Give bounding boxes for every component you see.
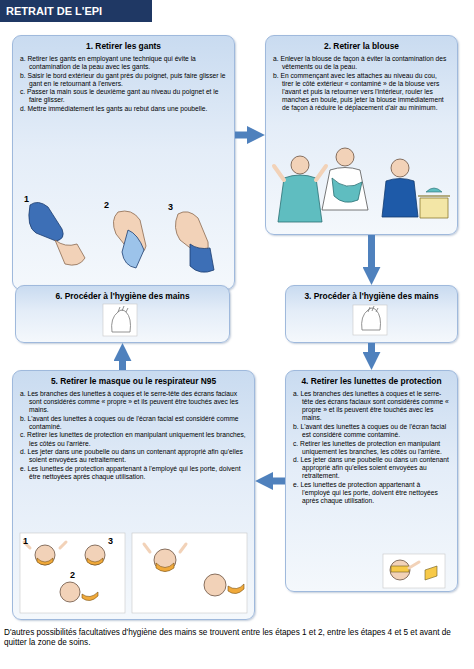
step-instruction: e. Les lunettes de protection appartenan… [293,481,450,505]
flow-arrow [267,478,285,485]
step-instruction: a. Retirer les gants en employant une te… [20,55,227,71]
step-heading: 5. Retirer le masque ou le respirateur N… [20,376,247,386]
step-instruction: c. Retirer les lunettes de protection en… [20,431,247,447]
step-instruction: d. Les jeter dans une poubelle ou dans u… [293,456,450,480]
step-heading: 2. Retirer la blouse [273,41,450,51]
step-instruction: b. L'avant des lunettes à coques ou de l… [20,415,247,431]
step-box: 2. Retirer la blouse a. Enlever la blouse… [265,35,458,235]
step-heading: 6. Procéder à l'hygiène des mains [23,291,222,301]
title-banner: RETRAIT DE L'EPI [0,0,152,22]
step-instruction: a. Les branches des lunettes à coques et… [293,390,450,422]
flow-arrow [119,355,126,370]
step-instruction: d. Mettre immédiatement les gants au reb… [20,105,227,113]
caption-note: D'autres possibilités facultatives d'hyg… [4,628,470,648]
step-instruction: b. Saisir le bord extérieur du gant près… [20,72,227,88]
step-instruction: b. L'avant des lunettes à coques ou de l… [293,423,450,439]
step-heading: 1. Retirer les gants [20,41,227,51]
step-instruction: e. Les lunettes de protection appartenan… [20,465,247,481]
callout-number: 2 [70,570,75,580]
step-heading: 3. Procéder à l'hygiène des mains [293,291,450,301]
step-instruction: c. Retirer les lunettes de protection en… [293,440,450,456]
step-box: 6. Procéder à l'hygiène des mains [15,285,230,343]
callout-number: 3 [108,536,113,546]
step-box: 3. Procéder à l'hygiène des mains [285,285,458,343]
step-instruction: a. Enlever la blouse de façon à éviter l… [273,55,450,71]
flow-arrow [235,132,253,139]
step-box: 5. Retirer le masque ou le respirateur N… [12,370,255,620]
flow-arrow [368,343,375,358]
callout-number: 2 [104,200,109,210]
callout-number: 1 [24,194,29,204]
step-instruction: a. Les branches des lunettes à coques et… [20,390,247,414]
step-heading: 4. Retirer les lunettes de protection [293,376,450,386]
step-box: 1. Retirer les gants a. Retirer les gants… [12,35,235,290]
step-box: 4. Retirer les lunettes de protection a. … [285,370,458,592]
flow-arrow [368,235,375,273]
callout-number: 3 [168,202,173,212]
step-instruction: b. En commençant avec les attaches au ni… [273,72,450,112]
step-instruction: c. Passer la main sous le deuxième gant … [20,88,227,104]
step-instruction: d. Les jeter dans une poubelle ou dans u… [20,448,247,464]
callout-number: 1 [23,536,28,546]
